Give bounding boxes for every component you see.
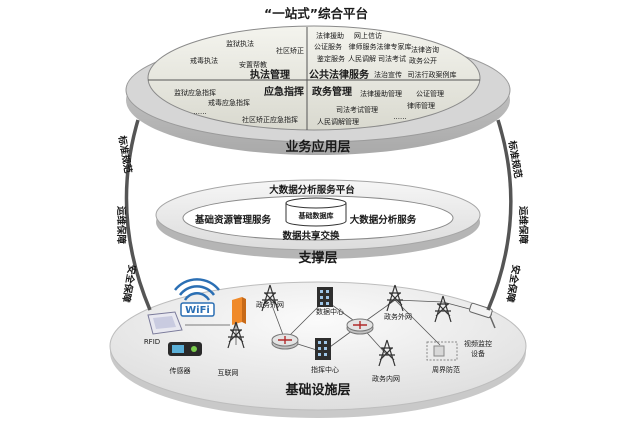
data-exchange-label: 数据共享交换 xyxy=(281,230,340,242)
section-item: ...... xyxy=(193,108,206,116)
application-layer xyxy=(125,25,511,155)
side-label: 安全保障 xyxy=(504,264,523,304)
command-center-building-icon xyxy=(315,338,331,360)
right-service-label: 大数据分析服务 xyxy=(350,214,417,226)
infrastructure-node-label: 视频监控设备 xyxy=(464,339,492,358)
transmission-tower-icon xyxy=(378,339,396,367)
section-item: 网上信访 xyxy=(354,31,382,40)
support-layer xyxy=(155,179,481,259)
transmission-tower-icon xyxy=(227,321,245,349)
left-bracket-line xyxy=(124,119,152,311)
section-item: 司法行政案例库 xyxy=(408,70,457,79)
section-item: 公证服务 xyxy=(314,42,342,51)
section-item: 司法考试 xyxy=(378,54,406,63)
section-item: 鉴定服务 xyxy=(317,54,345,63)
infrastructure-node-label: 指挥中心 xyxy=(311,365,339,374)
rfid-reader-icon xyxy=(147,311,183,335)
infrastructure-node-label: 数据中心 xyxy=(316,307,344,316)
section-item: 律师服务法律专家库 xyxy=(349,42,412,51)
router-icon xyxy=(271,333,299,350)
section-government-affairs-items: 法律援助管理 公证管理 律师管理 司法考试管理 人民调解管理 ...... xyxy=(317,89,444,126)
router-icon xyxy=(346,318,374,335)
section-item: 法律援助管理 xyxy=(360,89,402,98)
transmission-tower-icon xyxy=(434,295,452,323)
wifi-icon: WiFi xyxy=(174,278,220,317)
tower-group xyxy=(227,284,452,367)
wifi-label: WiFi xyxy=(185,305,210,316)
section-item: 戒毒应急指挥 xyxy=(208,98,250,107)
section-item: 公证管理 xyxy=(416,89,444,98)
section-emergency-command-title: 应急指挥 xyxy=(264,85,304,98)
section-item: 法治宣传 xyxy=(374,70,402,79)
infrastructure-node-labels: RFID传感器互联网政务外网数据中心指挥中心政务外网政务内网周界防范视频监控设备 xyxy=(144,300,492,383)
infrastructure-node-label: RFID xyxy=(144,338,160,346)
sensor-device-icon xyxy=(168,342,202,356)
database-label: 基础数据库 xyxy=(298,211,334,220)
section-item: 律师管理 xyxy=(407,101,435,110)
section-enforcement-title: 执法管理 xyxy=(250,68,290,81)
section-legal-services-title: 公共法律服务 xyxy=(309,68,370,81)
firewall-icon xyxy=(232,297,246,325)
section-item: ...... xyxy=(393,113,406,121)
side-label: 安全保障 xyxy=(120,264,139,304)
video-camera-icon xyxy=(469,302,496,329)
section-item: 安置帮教 xyxy=(239,60,267,69)
section-item: 人民调解管理 xyxy=(317,117,359,126)
infrastructure-layer-title: 基础设施层 xyxy=(284,382,350,398)
section-item: 司法考试管理 xyxy=(336,105,378,114)
section-enforcement-items: 监狱执法 社区矫正 戒毒执法 安置帮教 xyxy=(190,39,304,69)
infrastructure-node-label: 互联网 xyxy=(218,368,239,377)
side-label: 运维保障 xyxy=(517,206,529,245)
section-item: 政务公开 xyxy=(409,56,437,65)
section-government-affairs-title: 政务管理 xyxy=(312,85,352,98)
section-item: 社区矫正 xyxy=(276,46,304,55)
infrastructure-node-label: 传感器 xyxy=(170,366,191,375)
application-inner-disk xyxy=(147,25,481,131)
section-item: 人民调解 xyxy=(348,54,376,63)
infrastructure-node-label: 政务内网 xyxy=(372,374,400,383)
section-item: 法律咨询 xyxy=(411,45,439,54)
transmission-tower-icon xyxy=(386,284,404,312)
infrastructure-node-label: 政务外网 xyxy=(256,300,284,309)
left-side-bracket xyxy=(124,119,152,311)
infrastructure-node-label: 政务外网 xyxy=(384,312,412,321)
data-center-building-icon xyxy=(317,287,333,307)
section-legal-services-items: 法律援助 网上信访 公证服务 律师服务法律专家库 法律咨询 鉴定服务 人民调解 … xyxy=(314,31,457,79)
section-item: 法律援助 xyxy=(316,31,344,40)
infrastructure-node-label: 周界防范 xyxy=(432,365,460,374)
database-icon xyxy=(285,197,347,227)
section-item: 社区矫正应急指挥 xyxy=(242,115,298,124)
side-label: 运维保障 xyxy=(115,206,127,245)
section-item: 监狱执法 xyxy=(226,39,254,48)
right-side-bracket xyxy=(486,119,513,311)
section-emergency-command-items: 监狱应急指挥 戒毒应急指挥 社区矫正应急指挥 ...... xyxy=(174,88,298,124)
application-platform-title: “一站式”综合平台 xyxy=(264,6,368,21)
left-service-label: 基础资源管理服务 xyxy=(194,214,272,226)
transmission-tower-icon xyxy=(261,284,279,312)
right-bracket-line xyxy=(486,119,513,311)
perimeter-defense-icon xyxy=(426,341,458,361)
support-platform-title: 大数据分析服务平台 xyxy=(269,184,355,196)
support-layer-title: 支撑层 xyxy=(297,250,337,266)
application-layer-title: 业务应用层 xyxy=(285,139,350,155)
section-item: 监狱应急指挥 xyxy=(174,88,216,97)
section-item: 戒毒执法 xyxy=(190,56,218,65)
